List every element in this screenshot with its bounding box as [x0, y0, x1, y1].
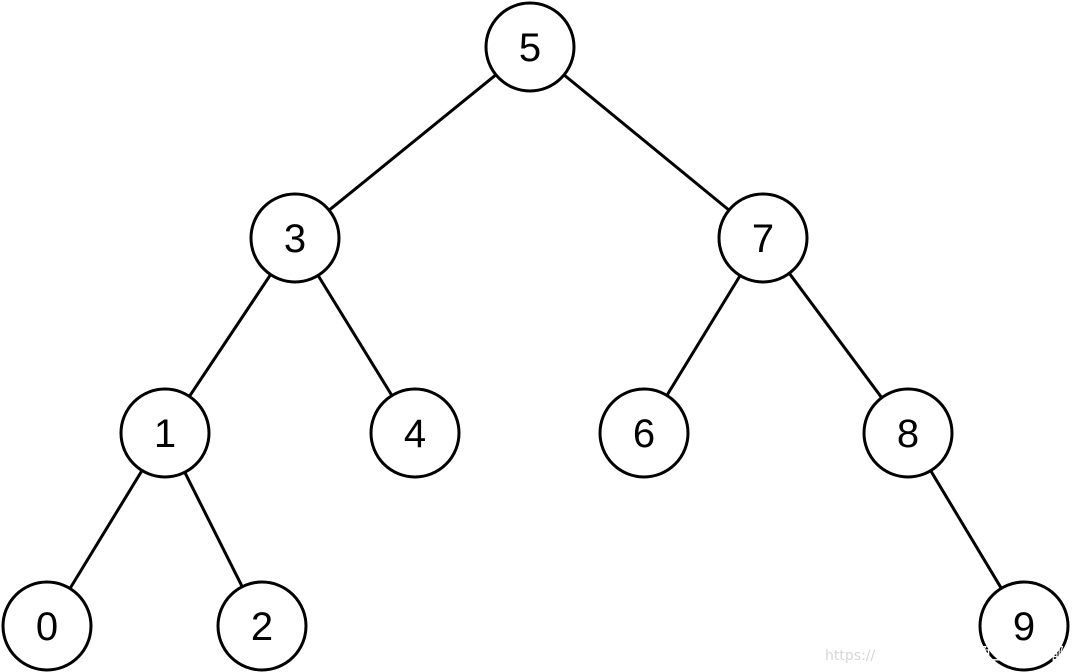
node-label-7: 7	[752, 217, 774, 261]
node-label-3: 3	[284, 217, 306, 261]
node-circle-5	[484, 1, 576, 93]
tree-node-7: 7	[717, 192, 809, 284]
watermark-url: https://	[825, 648, 876, 664]
edge-5-to-3	[328, 73, 497, 212]
node-label-5: 5	[519, 26, 541, 70]
node-label-1: 1	[154, 412, 176, 456]
node-label-8: 8	[897, 412, 919, 456]
node-circle-0	[1, 580, 93, 672]
node-circle-2	[216, 580, 308, 672]
tree-node-4: 4	[369, 387, 461, 479]
edge-8-to-9	[929, 469, 1003, 590]
tree-node-3: 3	[249, 192, 341, 284]
edge-5-to-7	[563, 73, 730, 212]
watermark-text: CSDN @摸鱼王胖嘟嘟	[880, 644, 1064, 665]
tree-node-0: 0	[1, 580, 93, 672]
node-label-6: 6	[633, 412, 655, 456]
edge-7-to-6	[665, 274, 742, 397]
tree-edges	[68, 73, 1003, 590]
node-circle-1	[119, 387, 211, 479]
tree-node-2: 2	[216, 580, 308, 672]
node-circle-4	[369, 387, 461, 479]
node-label-2: 2	[251, 605, 273, 649]
tree-node-5: 5	[484, 1, 576, 93]
watermark: https:// CSDN @摸鱼王胖嘟嘟	[825, 640, 1064, 666]
tree-node-9: 9	[978, 580, 1070, 672]
edge-7-to-8	[788, 272, 883, 399]
node-circle-6	[598, 387, 690, 479]
node-circle-3	[249, 192, 341, 284]
tree-node-8: 8	[862, 387, 954, 479]
edge-3-to-1	[188, 273, 272, 398]
edge-1-to-2	[183, 471, 244, 588]
node-circle-7	[717, 192, 809, 284]
node-circle-8	[862, 387, 954, 479]
edge-3-to-4	[316, 274, 394, 397]
tree-node-1: 1	[119, 387, 211, 479]
node-circle-9	[978, 580, 1070, 672]
node-label-9: 9	[1013, 605, 1035, 649]
node-label-4: 4	[404, 412, 426, 456]
node-label-0: 0	[36, 605, 58, 649]
tree-node-6: 6	[598, 387, 690, 479]
edge-1-to-0	[68, 469, 144, 590]
